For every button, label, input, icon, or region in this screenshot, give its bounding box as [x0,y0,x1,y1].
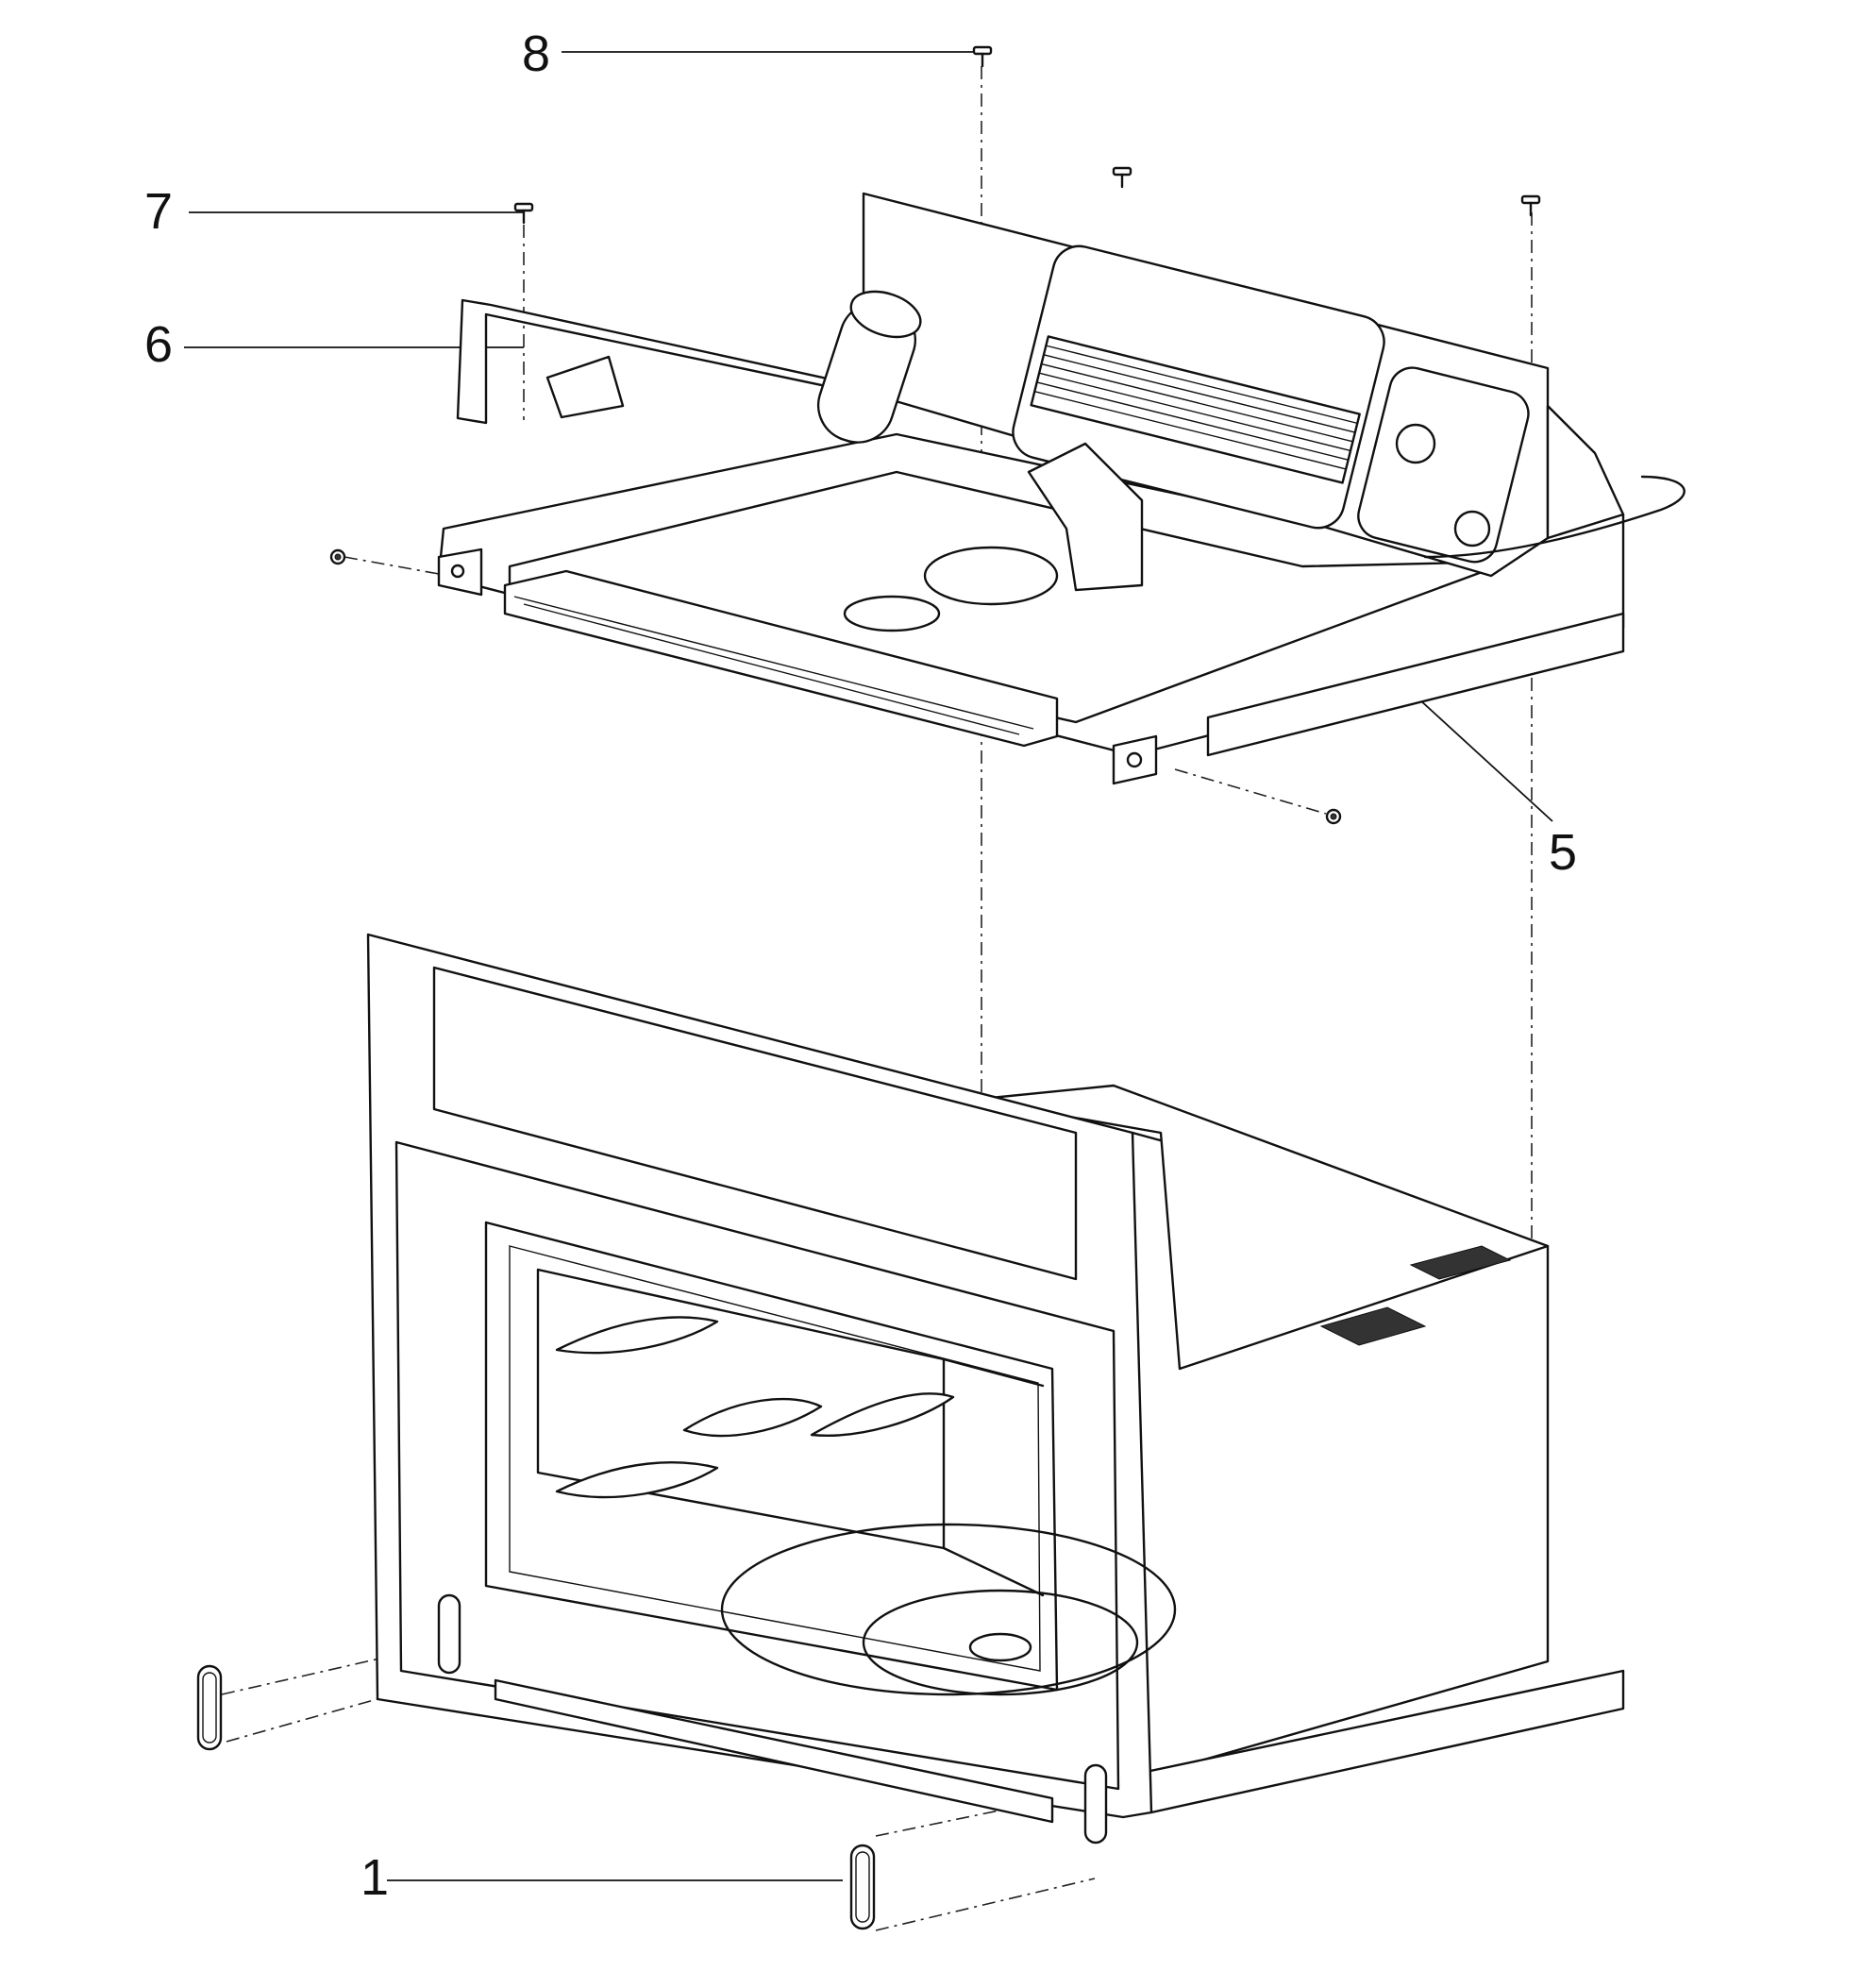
callout-5: 5 [1549,824,1578,881]
screw-7-icon [513,202,534,225]
oven-cavity-assembly [366,933,1625,1824]
part-1-foot-left [196,1664,223,1751]
screw-top-right-icon [1520,194,1541,217]
foot-slot-right [1083,1763,1108,1845]
callout-6: 6 [144,316,174,373]
screw-top-mid-icon [1112,166,1132,189]
foot-slot-left [437,1593,461,1675]
callout-8: 8 [522,25,551,82]
upper-chassis-assembly [437,192,1686,785]
screw-8-icon [972,45,993,68]
part-1-foot-right [849,1844,876,1930]
callout-7: 7 [144,183,174,240]
screw-right-icon [1325,808,1342,825]
screw-left-icon [329,548,346,565]
callout-1: 1 [361,1849,390,1906]
